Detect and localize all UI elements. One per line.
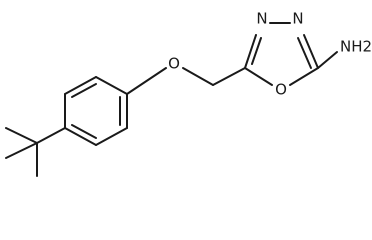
double-bond	[71, 124, 97, 139]
bond	[244, 67, 273, 86]
amine-label: NH2	[340, 38, 372, 56]
double-bond	[71, 83, 97, 98]
bond	[303, 34, 319, 69]
bond	[64, 127, 97, 146]
bond	[317, 51, 338, 69]
bond	[5, 142, 38, 159]
ring-nitrogen-right-label: N	[292, 10, 303, 28]
benzene-ring	[64, 76, 128, 146]
double-bond	[297, 37, 312, 69]
bond	[36, 127, 66, 144]
bond	[95, 127, 128, 146]
bond	[289, 67, 319, 86]
bond	[64, 76, 97, 95]
tert-butyl-group	[5, 127, 66, 177]
bond	[5, 127, 38, 144]
double-bond	[251, 37, 262, 65]
ring-oxygen-label: O	[275, 81, 287, 99]
ring-nitrogen-left-label: N	[256, 10, 267, 28]
structure-diagram: O N N O NH2	[5, 10, 372, 177]
bond	[95, 76, 128, 95]
oxadiazole-ring	[244, 22, 319, 86]
ether-oxygen-label: O	[168, 55, 180, 73]
bond	[126, 67, 167, 95]
bond	[244, 34, 257, 69]
bond	[212, 67, 246, 86]
bond	[182, 67, 214, 86]
